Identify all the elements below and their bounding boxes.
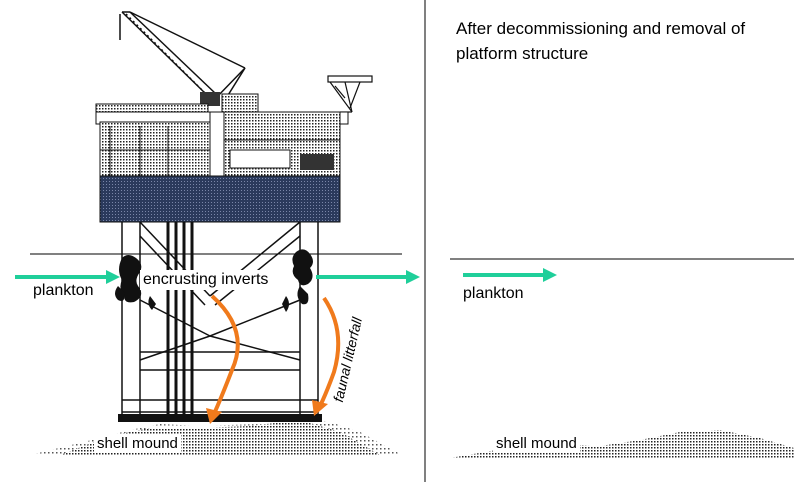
shell-mound-label-left: shell mound [94,434,181,453]
jacket-base [118,414,322,422]
encrusting-organisms [115,249,313,312]
platform-topsides [95,103,349,223]
encrusting-inverts-label: encrusting inverts [140,270,272,290]
current-arrow-icon [15,268,557,284]
shell-mound-label-right: shell mound [493,434,580,453]
after-removal-title: After decommissioning and removal of pla… [456,19,746,63]
crane-cab [200,92,220,106]
litterfall-arrowheads [206,400,328,424]
crane-house [221,93,259,113]
crane-icon [119,11,246,101]
plankton-label-left: plankton [33,282,94,299]
platform-jacket [121,221,319,420]
flare-boom-icon [327,75,373,113]
plankton-label-right: plankton [463,285,524,302]
conductor-pipes [166,222,194,420]
litterfall-arrow-icon [210,294,341,415]
